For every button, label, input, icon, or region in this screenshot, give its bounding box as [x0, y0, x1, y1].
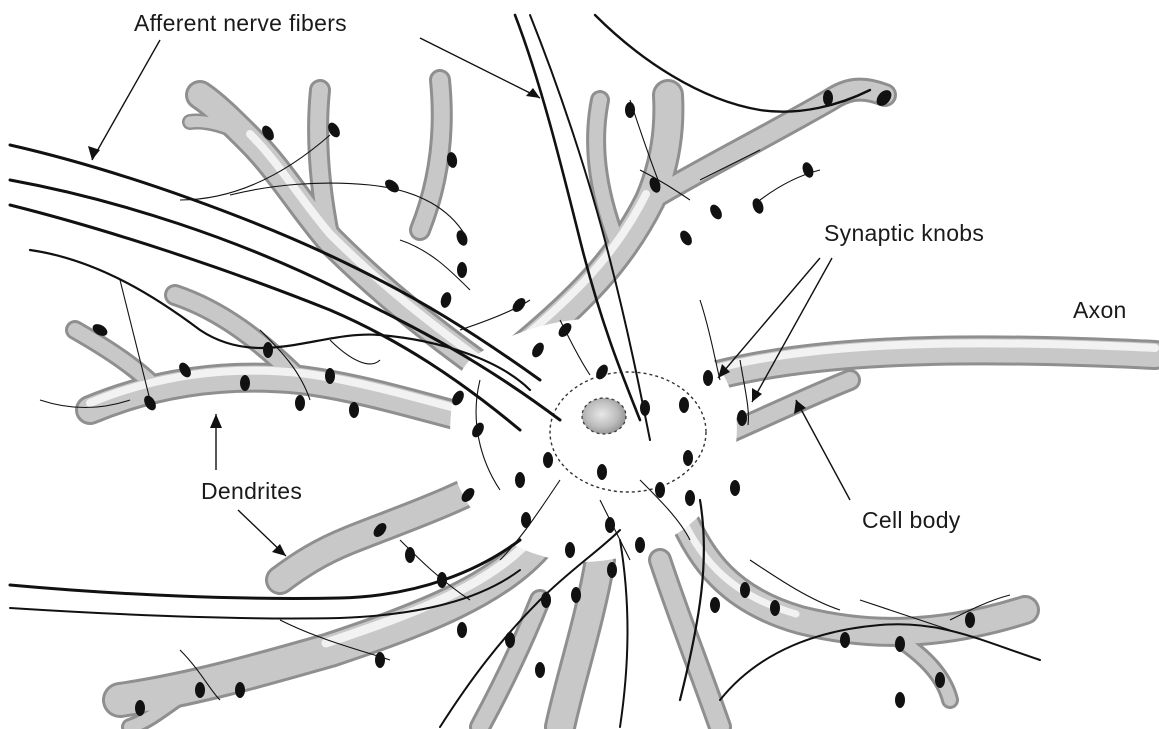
arrow-synaptic-2 — [752, 258, 832, 402]
dendrites-label: Dendrites — [201, 478, 302, 505]
arrow-afferent-left — [92, 40, 160, 160]
axon-label: Axon — [1073, 297, 1127, 324]
nucleolus — [582, 398, 626, 434]
synaptic-knobs-label: Synaptic knobs — [824, 220, 984, 247]
arrow-cell-body — [796, 400, 850, 500]
afferent-fibers-label: Afferent nerve fibers — [134, 10, 347, 37]
cell-body-label: Cell body — [862, 507, 961, 534]
